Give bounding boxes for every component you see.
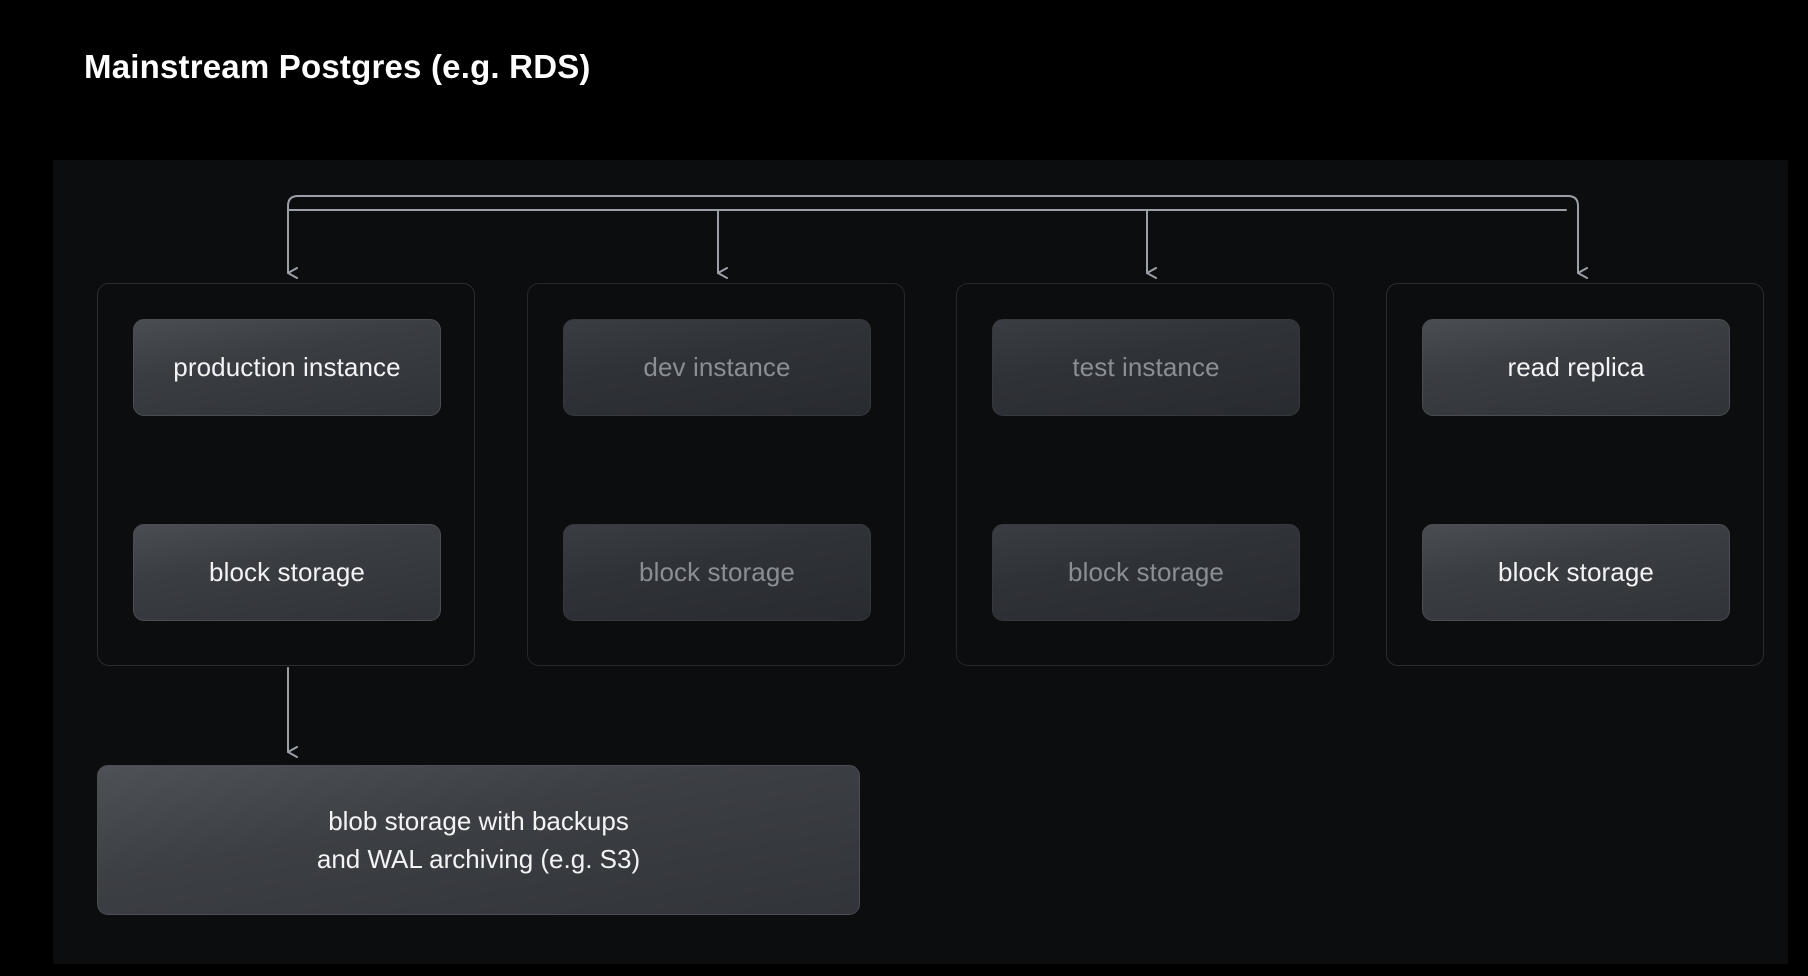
node-read-replica-block-storage[interactable]: block storage	[1422, 524, 1730, 621]
page-title: Mainstream Postgres (e.g. RDS)	[84, 48, 591, 85]
node-production-instance[interactable]: production instance	[133, 319, 441, 416]
node-label: read replica	[1507, 351, 1645, 382]
group-read-replica[interactable]: read replica block storage	[1386, 283, 1764, 666]
node-label: block storage	[639, 556, 795, 587]
blob-storage-line-1: blob storage with backups	[328, 805, 629, 836]
node-label: block storage	[1068, 556, 1224, 587]
node-blob-storage[interactable]: blob storage with backups and WAL archiv…	[97, 765, 860, 915]
diagram-panel: production instance block storage dev in…	[53, 160, 1788, 964]
node-label: production instance	[173, 351, 401, 382]
blob-storage-line-2: and WAL archiving (e.g. S3)	[316, 844, 641, 874]
node-label: dev instance	[643, 351, 791, 382]
node-label: test instance	[1072, 351, 1220, 382]
fanout-bus	[287, 195, 1588, 279]
node-test-instance[interactable]: test instance	[992, 319, 1300, 416]
group-production[interactable]: production instance block storage	[97, 283, 475, 666]
node-production-block-storage[interactable]: block storage	[133, 524, 441, 621]
node-label: block storage	[209, 556, 365, 587]
node-test-block-storage[interactable]: block storage	[992, 524, 1300, 621]
node-label: block storage	[1498, 556, 1654, 587]
group-dev[interactable]: dev instance block storage	[527, 283, 905, 666]
node-dev-block-storage[interactable]: block storage	[563, 524, 871, 621]
group-test[interactable]: test instance block storage	[956, 283, 1334, 666]
node-dev-instance[interactable]: dev instance	[563, 319, 871, 416]
node-read-replica[interactable]: read replica	[1422, 319, 1730, 416]
